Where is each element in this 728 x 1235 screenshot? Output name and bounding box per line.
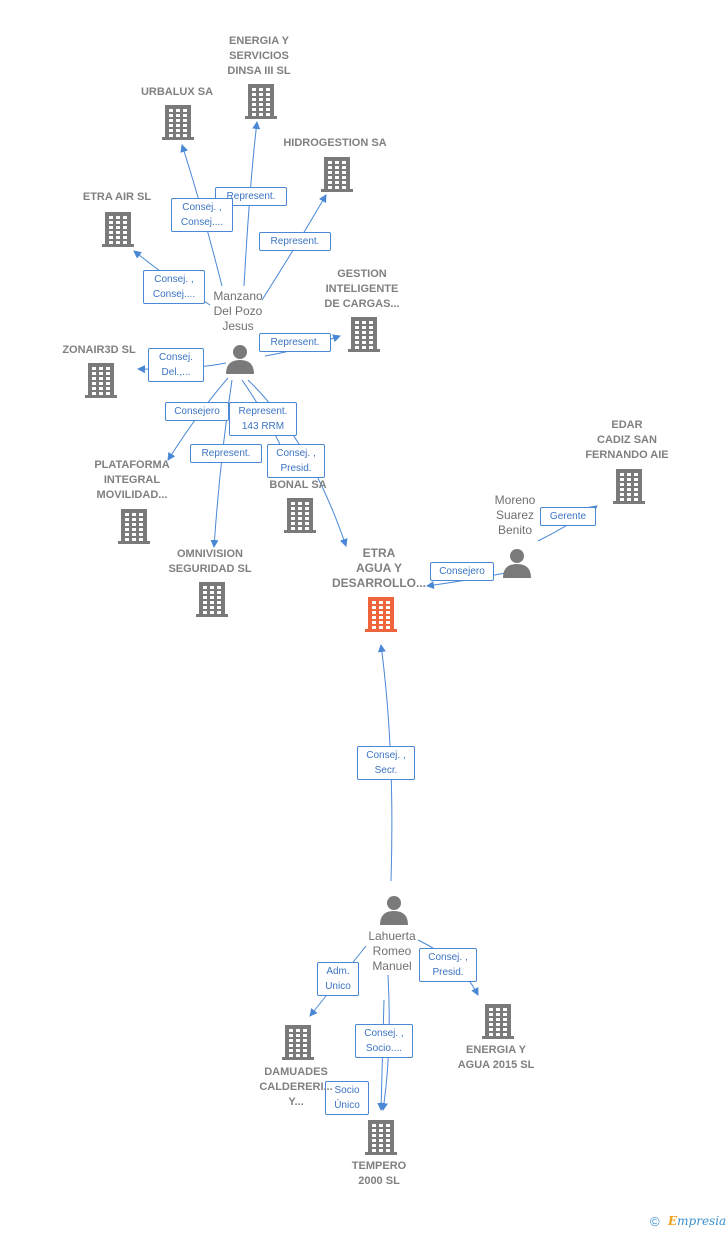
building-icon[interactable] bbox=[365, 1120, 397, 1155]
edge-label[interactable]: Consejero bbox=[165, 402, 229, 421]
edge-label[interactable]: Consej. , Presid. bbox=[267, 444, 325, 478]
brand-logo-initial: E bbox=[668, 1214, 678, 1228]
building-icon[interactable] bbox=[365, 597, 397, 632]
edge-label[interactable]: Represent. bbox=[259, 333, 331, 352]
building-icon[interactable] bbox=[613, 469, 645, 504]
copyright-symbol: © bbox=[650, 1214, 660, 1229]
company-label[interactable]: ETRA AGUA Y DESARROLLO... bbox=[331, 546, 426, 590]
company-label[interactable]: ETRA AIR SL bbox=[82, 191, 152, 203]
person-label[interactable]: Manzano Del Pozo Jesus bbox=[213, 289, 263, 333]
building-icon[interactable] bbox=[118, 509, 150, 544]
company-label[interactable]: GESTION INTELIGENTE DE CARGAS... bbox=[324, 268, 400, 310]
company-label[interactable]: ENERGIA Y AGUA 2015 SL bbox=[457, 1044, 535, 1071]
edge-label[interactable]: Consej. Del.,... bbox=[148, 348, 204, 382]
edge-label[interactable]: Consejero bbox=[430, 562, 494, 581]
edge-label[interactable]: Consej. , Socio.... bbox=[355, 1024, 413, 1058]
edge-label[interactable]: Represent. bbox=[215, 187, 287, 206]
edge-label[interactable]: Socio Único bbox=[325, 1081, 369, 1115]
person-icon[interactable] bbox=[226, 345, 254, 374]
brand-logo[interactable]: Empresia bbox=[668, 1214, 726, 1228]
building-icon[interactable] bbox=[282, 1025, 314, 1060]
edge-label[interactable]: Gerente bbox=[540, 507, 596, 526]
company-label[interactable]: BONAL SA bbox=[269, 479, 327, 491]
edge-label[interactable]: Represent. bbox=[190, 444, 262, 463]
building-icon[interactable] bbox=[196, 582, 228, 617]
edge-label[interactable]: Represent. bbox=[259, 232, 331, 251]
edge-label[interactable]: Adm. Unico bbox=[317, 962, 359, 996]
building-icon[interactable] bbox=[321, 157, 353, 192]
building-icon[interactable] bbox=[102, 212, 134, 247]
brand-logo-rest: mpresia bbox=[677, 1214, 727, 1228]
company-label[interactable]: URBALUX SA bbox=[140, 86, 214, 98]
building-icon[interactable] bbox=[482, 1004, 514, 1039]
person-icon[interactable] bbox=[503, 549, 531, 578]
edge-label[interactable]: Consej. , Consej.... bbox=[143, 270, 205, 304]
company-label[interactable]: HIDROGESTION SA bbox=[283, 137, 387, 149]
company-label[interactable]: TEMPERO 2000 SL bbox=[351, 1160, 407, 1187]
company-label[interactable]: ZONAIR3D SL bbox=[62, 344, 136, 356]
edge-label[interactable]: Consej. , Presid. bbox=[419, 948, 477, 982]
building-icon[interactable] bbox=[162, 105, 194, 140]
company-label[interactable]: DAMUADES CALDERERI... Y... bbox=[259, 1066, 333, 1108]
edge-label[interactable]: Consej. , Secr. bbox=[357, 746, 415, 780]
person-label[interactable]: Moreno Suarez Benito bbox=[494, 493, 536, 537]
icons-layer bbox=[85, 84, 645, 1155]
building-icon[interactable] bbox=[284, 498, 316, 533]
company-label[interactable]: EDAR CADIZ SAN FERNANDO AIE bbox=[585, 419, 669, 461]
edge-lahuerta-tempero bbox=[377, 999, 386, 1111]
company-label[interactable]: PLATAFORMA INTEGRAL MOVILIDAD... bbox=[94, 459, 170, 501]
building-icon[interactable] bbox=[245, 84, 277, 119]
person-label[interactable]: Lahuerta Romeo Manuel bbox=[368, 929, 416, 973]
company-label[interactable]: OMNIVISION SEGURIDAD SL bbox=[168, 548, 252, 575]
edge-label[interactable]: Represent. 143 RRM bbox=[229, 402, 297, 436]
person-icon[interactable] bbox=[380, 896, 408, 925]
building-icon[interactable] bbox=[348, 317, 380, 352]
building-icon[interactable] bbox=[85, 363, 117, 398]
edge-label[interactable]: Consej. , Consej.... bbox=[171, 198, 233, 232]
company-label[interactable]: ENERGIA Y SERVICIOS DINSA III SL bbox=[227, 35, 291, 77]
